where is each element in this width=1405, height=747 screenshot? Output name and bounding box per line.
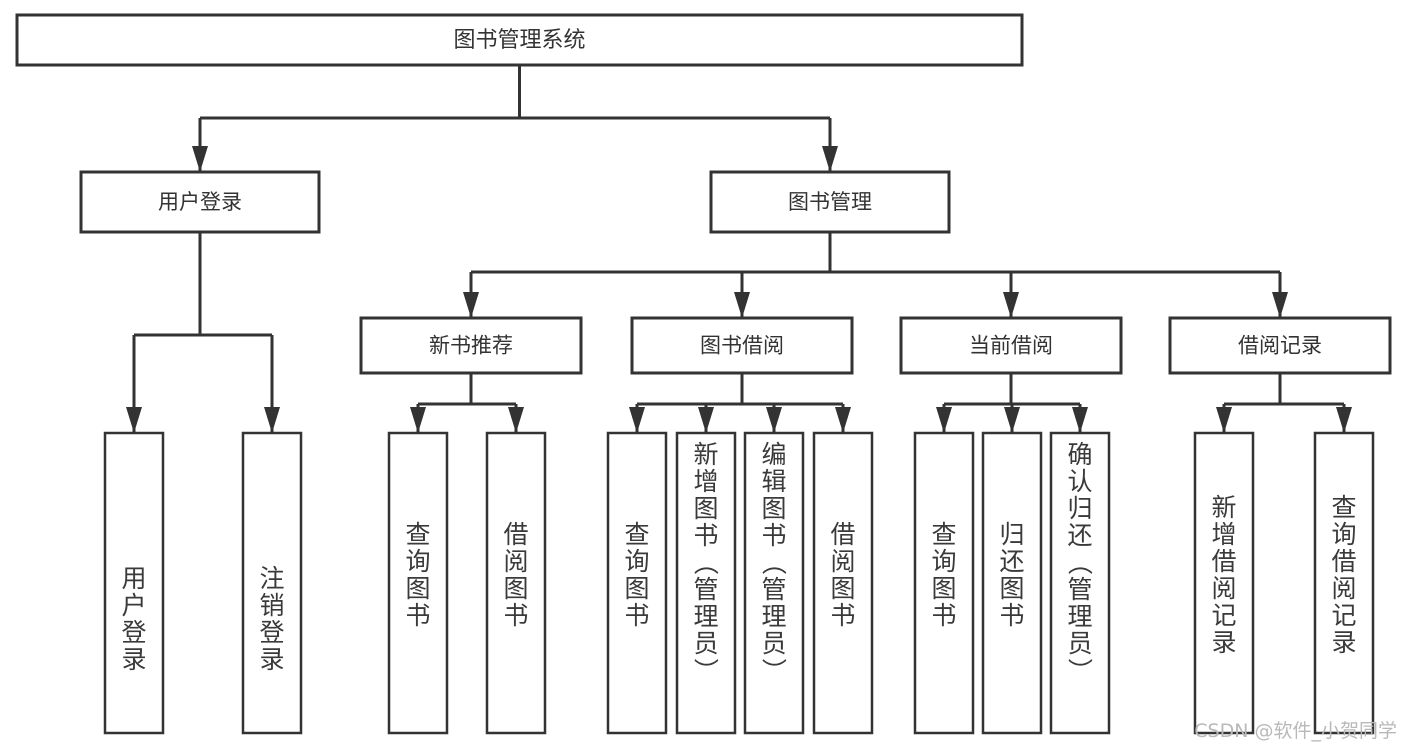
arrow-head-icon bbox=[410, 407, 426, 433]
node-label-book-borrow: 图书借阅 bbox=[700, 334, 784, 358]
arrow-head-icon bbox=[192, 146, 208, 172]
node-box-current-borrow[interactable] bbox=[899, 316, 1123, 375]
arrow-head-icon bbox=[835, 407, 851, 433]
node-label-user-login: 用户登录 bbox=[158, 190, 242, 214]
node-box-leaf-borrow-book-2[interactable] bbox=[812, 431, 874, 735]
node-box-leaf-add-book[interactable] bbox=[675, 431, 737, 735]
node-box-new-book-rec[interactable] bbox=[359, 316, 583, 375]
node-box-leaf-query-book-2[interactable] bbox=[606, 431, 668, 735]
node-box-leaf-borrow-book-1[interactable] bbox=[485, 431, 547, 735]
arrow-head-icon bbox=[264, 407, 280, 433]
arrow-head-icon bbox=[698, 407, 714, 433]
arrow-head-icon bbox=[734, 292, 750, 318]
node-box-book-borrow[interactable] bbox=[630, 316, 854, 375]
arrow-head-icon bbox=[629, 407, 645, 433]
node-box-leaf-query-record[interactable] bbox=[1313, 431, 1375, 735]
node-label-book-manage: 图书管理 bbox=[788, 190, 872, 214]
arrow-head-icon bbox=[766, 407, 782, 433]
node-label-new-book-rec: 新书推荐 bbox=[429, 334, 513, 358]
connector-layer bbox=[126, 65, 1352, 433]
node-box-leaf-return-book[interactable] bbox=[981, 431, 1043, 735]
arrow-head-icon bbox=[126, 407, 142, 433]
node-label-borrow-record: 借阅记录 bbox=[1238, 334, 1322, 358]
node-box-user-login[interactable] bbox=[79, 170, 321, 234]
node-box-book-manage[interactable] bbox=[709, 170, 951, 234]
arrow-head-icon bbox=[1336, 407, 1352, 433]
node-box-leaf-user-login[interactable] bbox=[103, 431, 165, 735]
arrow-head-icon bbox=[463, 292, 479, 318]
arrow-head-icon bbox=[1072, 407, 1088, 433]
arrow-head-icon bbox=[1004, 407, 1020, 433]
node-box-leaf-query-book-1[interactable] bbox=[387, 431, 449, 735]
node-box-leaf-user-logout[interactable] bbox=[241, 431, 303, 735]
arrow-head-icon bbox=[508, 407, 524, 433]
node-box-layer bbox=[15, 13, 1392, 735]
arrow-head-icon bbox=[1003, 292, 1019, 318]
node-box-borrow-record[interactable] bbox=[1168, 316, 1392, 375]
arrow-head-icon bbox=[822, 146, 838, 172]
node-label-root: 图书管理系统 bbox=[453, 28, 585, 53]
arrow-head-icon bbox=[1272, 292, 1288, 318]
arrow-head-icon bbox=[1216, 407, 1232, 433]
node-box-leaf-query-book-3[interactable] bbox=[913, 431, 975, 735]
node-box-leaf-confirm-return[interactable] bbox=[1049, 431, 1111, 735]
node-label-current-borrow: 当前借阅 bbox=[969, 334, 1053, 358]
node-box-root[interactable] bbox=[15, 13, 1024, 67]
node-box-leaf-edit-book[interactable] bbox=[743, 431, 805, 735]
arrow-head-icon bbox=[936, 407, 952, 433]
node-box-leaf-add-record[interactable] bbox=[1193, 431, 1255, 735]
